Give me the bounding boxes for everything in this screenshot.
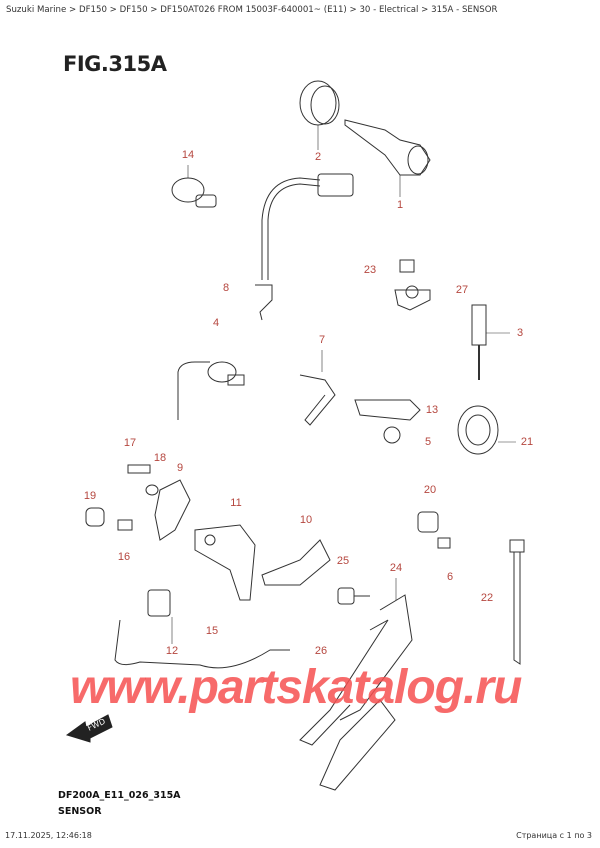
part-clamp-27 — [394, 259, 431, 311]
callout-1[interactable]: 1 — [396, 199, 404, 211]
part-harness-8 — [255, 173, 354, 321]
diagram-code: DF200A_E11_026_315A — [58, 790, 181, 801]
callout-14[interactable]: 14 — [181, 149, 195, 161]
callout-17[interactable]: 17 — [123, 437, 137, 449]
part-clip-21 — [457, 405, 516, 455]
callout-20[interactable]: 20 — [423, 484, 437, 496]
part-bracket-10 — [261, 539, 331, 586]
callout-9[interactable]: 9 — [176, 462, 184, 474]
callout-10[interactable]: 10 — [299, 514, 313, 526]
fwd-arrow: FWD — [65, 714, 113, 743]
part-sensor-4 — [177, 361, 245, 420]
callout-19[interactable]: 19 — [83, 490, 97, 502]
callout-23[interactable]: 23 — [363, 264, 377, 276]
callout-18[interactable]: 18 — [153, 452, 167, 464]
part-sensor-3 — [471, 304, 510, 380]
callout-24[interactable]: 24 — [389, 562, 403, 574]
callout-12[interactable]: 12 — [165, 645, 179, 657]
print-datetime: 17.11.2025, 12:46:18 — [5, 831, 92, 840]
callout-8[interactable]: 8 — [222, 282, 230, 294]
part-harness-12 — [114, 589, 290, 669]
callout-3[interactable]: 3 — [516, 327, 524, 339]
callout-21[interactable]: 21 — [520, 436, 534, 448]
callout-27[interactable]: 27 — [455, 284, 469, 296]
part-sensor-7 — [299, 350, 336, 426]
breadcrumb: Suzuki Marine > DF150 > DF150 > DF150AT0… — [6, 5, 498, 15]
figure-title: FIG.315A — [63, 52, 167, 76]
part-bracket-13 — [354, 399, 421, 444]
callout-13[interactable]: 13 — [425, 404, 439, 416]
part-sensor-9 — [85, 464, 191, 541]
callout-6[interactable]: 6 — [446, 571, 454, 583]
callout-26[interactable]: 26 — [314, 645, 328, 657]
callout-22[interactable]: 22 — [480, 592, 494, 604]
part-bracket-24 — [299, 578, 413, 791]
part-grommet — [299, 80, 340, 150]
callout-7[interactable]: 7 — [318, 334, 326, 346]
callout-5[interactable]: 5 — [424, 436, 432, 448]
diagram-name: SENSOR — [58, 806, 102, 817]
part-cable-tie-22 — [509, 539, 525, 665]
callout-25[interactable]: 25 — [336, 555, 350, 567]
callout-2[interactable]: 2 — [314, 151, 322, 163]
part-bracket-11 — [117, 519, 256, 601]
callout-16[interactable]: 16 — [117, 551, 131, 563]
page-number: Страница с 1 по 3 — [516, 831, 592, 840]
callout-11[interactable]: 11 — [230, 497, 242, 509]
part-clip-20 — [417, 511, 451, 549]
callout-4[interactable]: 4 — [212, 317, 220, 329]
watermark: www.partskatalog.ru — [70, 661, 522, 714]
part-bolt-25 — [337, 587, 370, 605]
part-sensor-1 — [344, 119, 431, 197]
part-sensor-14 — [171, 165, 217, 208]
callout-15[interactable]: 15 — [205, 625, 219, 637]
